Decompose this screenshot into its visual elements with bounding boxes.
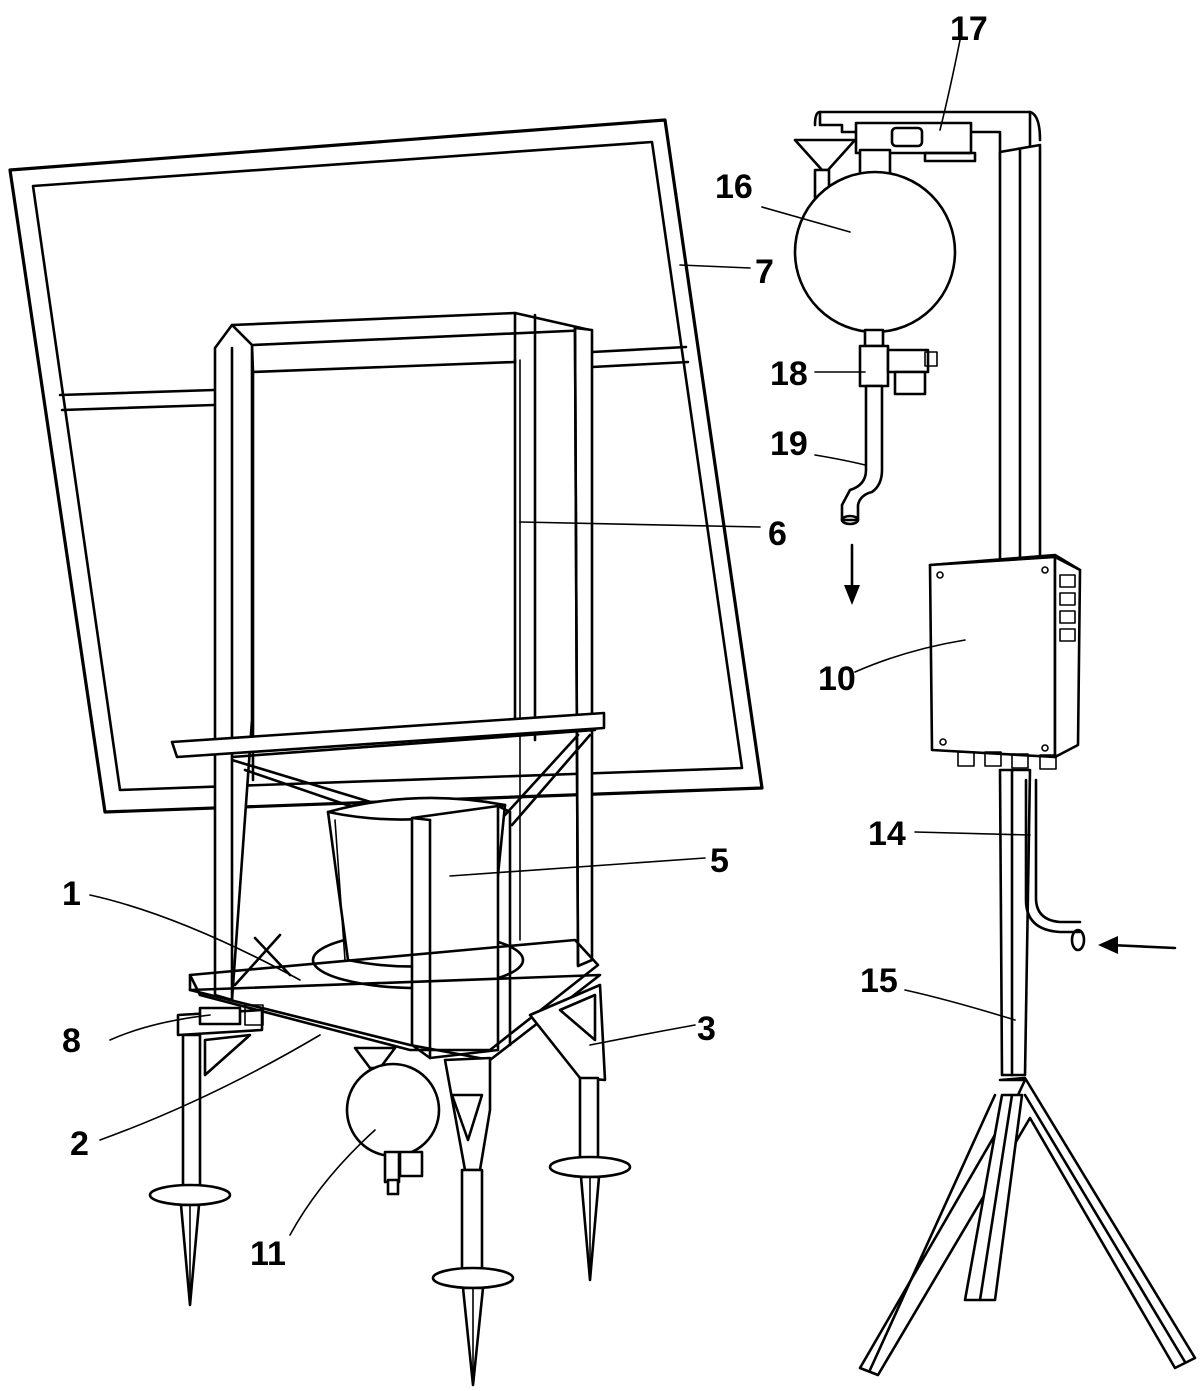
label-15: 15: [860, 962, 898, 1000]
tilted-frame-7: [8, 118, 764, 814]
valve-block-17: [854, 121, 977, 163]
label-11: 11: [250, 1235, 286, 1273]
label-10: 10: [818, 660, 856, 698]
flow-arrow-down: [844, 543, 860, 605]
drain-valve-18: [858, 328, 938, 396]
control-box-10: [928, 553, 1082, 770]
lower-flask-11: [345, 1046, 441, 1196]
label-2: 2: [70, 1125, 89, 1163]
reference-numerals: 1 2 3 5 6 7 8 10 11 14 15 16 17 18 19: [62, 10, 988, 1273]
label-6: 6: [768, 515, 787, 553]
upright-cage-6: [170, 311, 606, 1002]
label-16: 16: [715, 168, 753, 206]
label-1: 1: [62, 875, 81, 913]
label-3: 3: [697, 1010, 716, 1048]
label-14: 14: [868, 815, 906, 853]
label-18: 18: [770, 355, 808, 393]
label-7: 7: [755, 253, 774, 291]
leader-lines: [89, 39, 1031, 1236]
leg-left: [148, 1008, 264, 1307]
label-8: 8: [62, 1022, 81, 1060]
front-cage-corner: [410, 804, 512, 1060]
leg-right: [528, 983, 632, 1282]
flow-arrow-left: [1098, 936, 1177, 954]
outlet-spout-19: [840, 384, 884, 526]
label-17: 17: [950, 10, 988, 48]
leg-front: [431, 1056, 515, 1387]
label-5: 5: [710, 842, 729, 880]
label-19: 19: [770, 425, 808, 463]
upper-flask-16: [793, 138, 957, 334]
